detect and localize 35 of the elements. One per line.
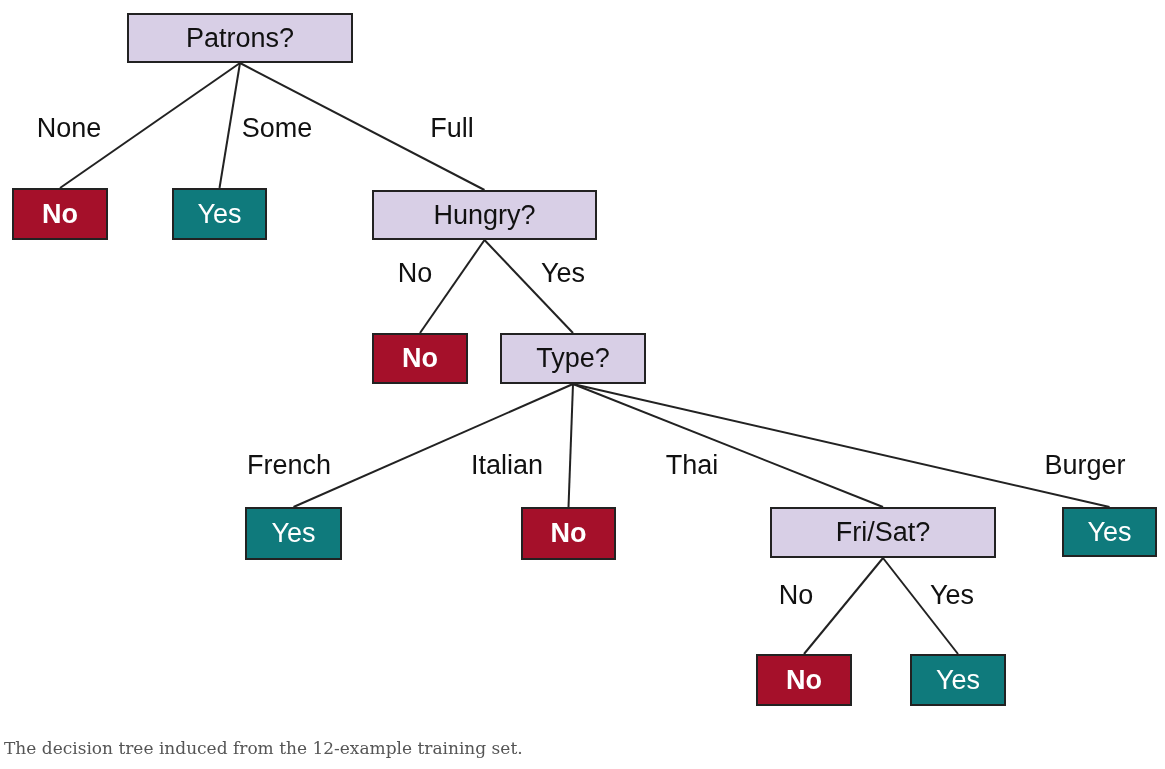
branch-line [803, 557, 884, 655]
leaf-box: Yes [1062, 507, 1157, 557]
branch-line [419, 239, 486, 334]
branch-line [292, 383, 574, 508]
leaf-box: No [756, 654, 852, 706]
branch-line [59, 62, 241, 189]
edge-label: No [397, 257, 433, 289]
leaf-box: Yes [172, 188, 267, 240]
branch-line [567, 383, 574, 508]
branch-line [572, 383, 884, 508]
leaf-box: No [372, 333, 468, 384]
leaf-box: No [12, 188, 108, 240]
edge-label: No [778, 579, 814, 611]
decision-box: Patrons? [127, 13, 353, 63]
decision-box: Hungry? [372, 190, 597, 240]
branch-line [239, 62, 486, 191]
decision-box: Fri/Sat? [770, 507, 996, 558]
branch-line [218, 62, 241, 189]
branch-line [572, 383, 1111, 508]
edge-label: Italian [470, 449, 544, 481]
branch-line [882, 557, 959, 655]
edge-label: Yes [930, 579, 974, 611]
edge-label: None [36, 112, 102, 144]
edge-label: French [247, 449, 331, 481]
leaf-box: No [521, 507, 616, 560]
edge-label: Some [241, 112, 313, 144]
decision-box: Type? [500, 333, 646, 384]
leaf-box: Yes [910, 654, 1006, 706]
leaf-box: Yes [245, 507, 342, 560]
edge-label: Burger [1044, 449, 1126, 481]
edge-label: Thai [665, 449, 719, 481]
edge-label: Yes [541, 257, 585, 289]
branch-line [483, 239, 574, 334]
edge-label: Full [430, 112, 474, 144]
caption: The decision tree induced from the 12-example training set. [4, 738, 523, 758]
